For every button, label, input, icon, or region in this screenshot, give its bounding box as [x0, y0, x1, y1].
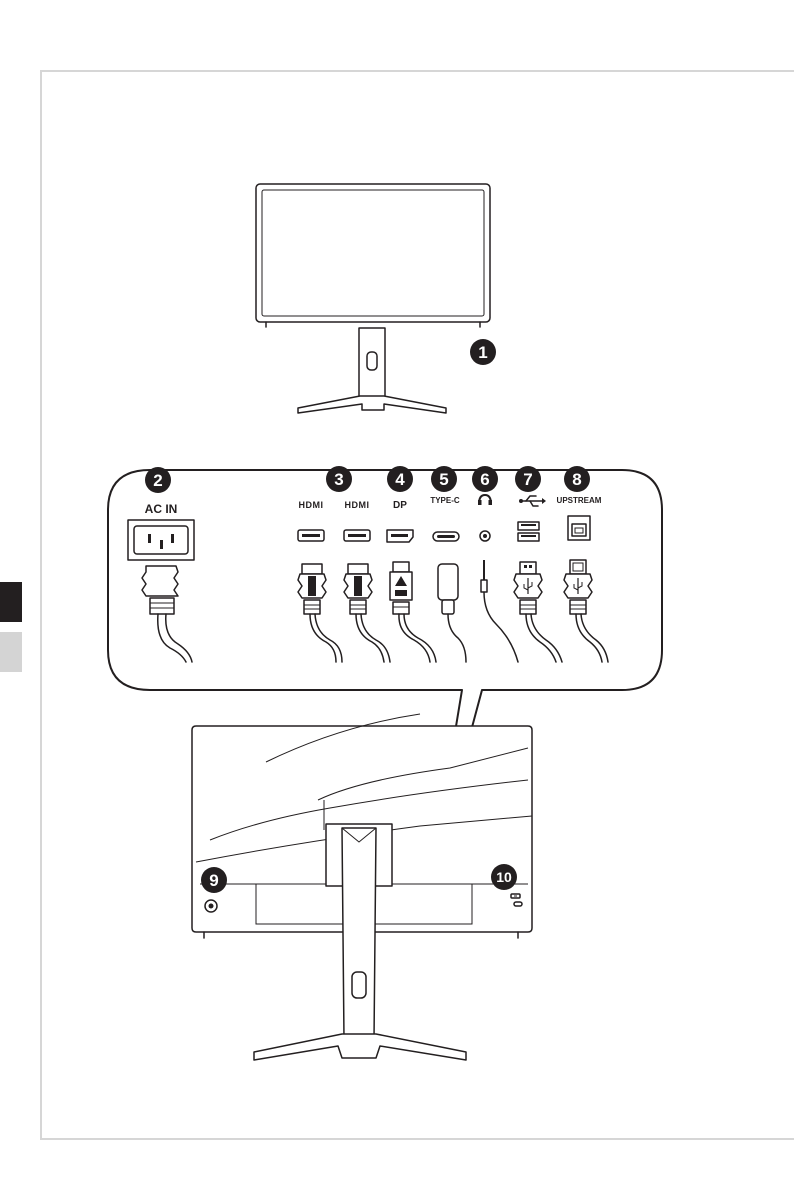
hdmi-2-label: HDMI [345, 500, 370, 510]
ac-in-label: AC IN [145, 502, 178, 516]
callout-5: 5 [431, 466, 457, 492]
dp-label: DP [393, 500, 407, 511]
callout-7: 7 [515, 466, 541, 492]
ac-in-port [128, 520, 194, 560]
hdmi-port-2 [344, 530, 370, 541]
svg-text:9: 9 [209, 871, 218, 890]
callout-3: 3 [326, 466, 352, 492]
type-c-label: TYPE-C [430, 496, 460, 505]
callout-9: 9 [201, 867, 227, 893]
callout-6: 6 [472, 466, 498, 492]
hdmi-port-1 [298, 530, 324, 541]
kensington-lock-icon [511, 894, 520, 898]
rear-monitor [192, 714, 532, 1060]
callout-10: 10 [491, 864, 517, 890]
svg-text:10: 10 [496, 869, 512, 885]
callout-4: 4 [387, 466, 413, 492]
svg-text:6: 6 [480, 470, 489, 489]
headphone-jack-port [480, 531, 490, 541]
dp-port [387, 530, 413, 542]
callout-1: 1 [470, 339, 496, 365]
usb-b-upstream-port [568, 516, 590, 540]
svg-text:4: 4 [395, 470, 405, 489]
svg-text:8: 8 [572, 470, 581, 489]
type-c-port [433, 532, 459, 541]
callout-1-number: 1 [478, 343, 487, 362]
svg-text:2: 2 [153, 471, 162, 490]
svg-text:7: 7 [523, 470, 532, 489]
hdmi-1-label: HDMI [299, 500, 324, 510]
callout-8: 8 [564, 466, 590, 492]
front-monitor [256, 184, 490, 413]
upstream-label: UPSTREAM [557, 496, 602, 505]
callout-2: 2 [145, 467, 171, 493]
svg-text:3: 3 [334, 470, 343, 489]
svg-text:5: 5 [439, 470, 448, 489]
